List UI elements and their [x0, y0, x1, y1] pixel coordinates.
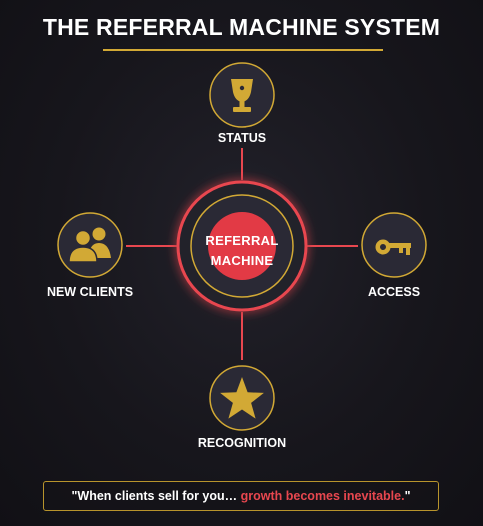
title-underline: [103, 49, 383, 51]
center-hub: [176, 180, 308, 312]
node-status: [209, 62, 275, 128]
star-icon: [220, 377, 264, 419]
users-icon: [68, 227, 111, 263]
trophy-icon: [231, 79, 253, 112]
center-label-line2: MACHINE: [210, 253, 274, 268]
new-clients-label: NEW CLIENTS: [46, 285, 134, 299]
quote-close-mark: ": [404, 489, 411, 503]
quote-red-text: growth becomes inevitable.: [240, 489, 405, 503]
page-title: THE REFERRAL MACHINE SYSTEM: [42, 14, 441, 40]
quote-open-mark: ": [71, 489, 78, 503]
tagline-quote: "When clients sell for you… growth becom…: [43, 481, 439, 511]
key-icon: [375, 239, 411, 255]
center-label-line1: REFERRAL: [205, 233, 279, 248]
node-new-clients: [57, 212, 123, 278]
recognition-label: RECOGNITION: [197, 436, 287, 450]
center-label: REFERRAL MACHINE: [192, 231, 292, 271]
node-access: [361, 212, 427, 278]
status-label: STATUS: [217, 131, 267, 145]
center-red-disc: [208, 212, 276, 280]
node-recognition: [209, 365, 275, 431]
access-label: ACCESS: [367, 285, 421, 299]
quote-white-text: When clients sell for you…: [77, 489, 241, 503]
